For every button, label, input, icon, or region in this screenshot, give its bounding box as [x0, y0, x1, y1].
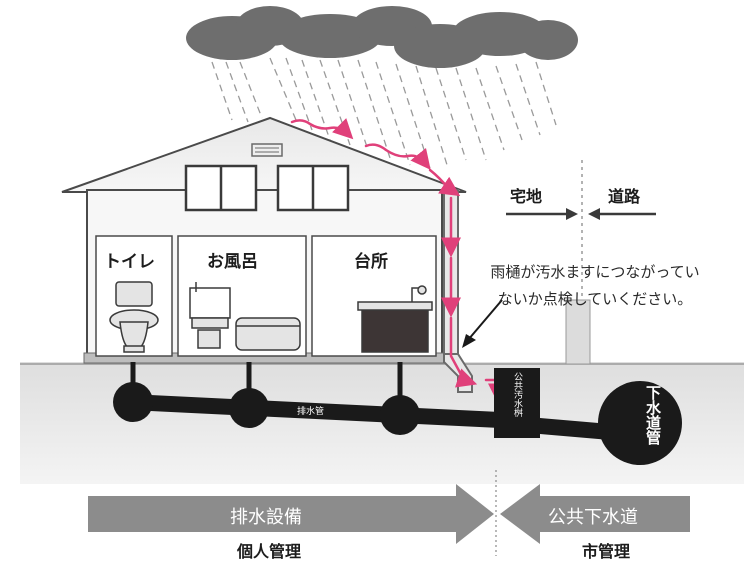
inspection-box-label: 公共汚水桝 [512, 372, 522, 417]
drain-pipe [113, 362, 610, 440]
rain [211, 57, 557, 169]
inspection-box [494, 368, 540, 438]
drain-pipe-label: 排水管 [297, 407, 325, 417]
private-management-label: 個人管理 [237, 542, 302, 561]
note-pointer [462, 299, 503, 348]
city-management-label: 市管理 [582, 542, 631, 561]
public-sewer-label: 公共下水道 [548, 507, 638, 528]
sewer-main-label: 下水道管 [644, 385, 662, 445]
private-equipment-label: 排水設備 [230, 507, 302, 528]
bath-label: お風呂 [207, 252, 258, 272]
zone-arrows [506, 208, 656, 220]
kitchen-fixture [357, 285, 433, 353]
inspection-note: 雨樋が汚水ますにつながっていないか点検していください。 [490, 263, 700, 308]
toilet-label: トイレ [104, 252, 155, 272]
kitchen-label: 台所 [354, 252, 388, 272]
private-equipment-arrow [88, 484, 494, 544]
rain-clouds [186, 6, 578, 68]
residential-zone-label: 宅地 [510, 187, 543, 206]
sewer-main [598, 381, 682, 465]
gutter-downspout [443, 189, 473, 393]
road-zone-label: 道路 [608, 187, 641, 206]
public-sewer-arrow [500, 484, 690, 544]
bath-fixture [189, 282, 301, 351]
toilet-fixture [109, 281, 159, 353]
